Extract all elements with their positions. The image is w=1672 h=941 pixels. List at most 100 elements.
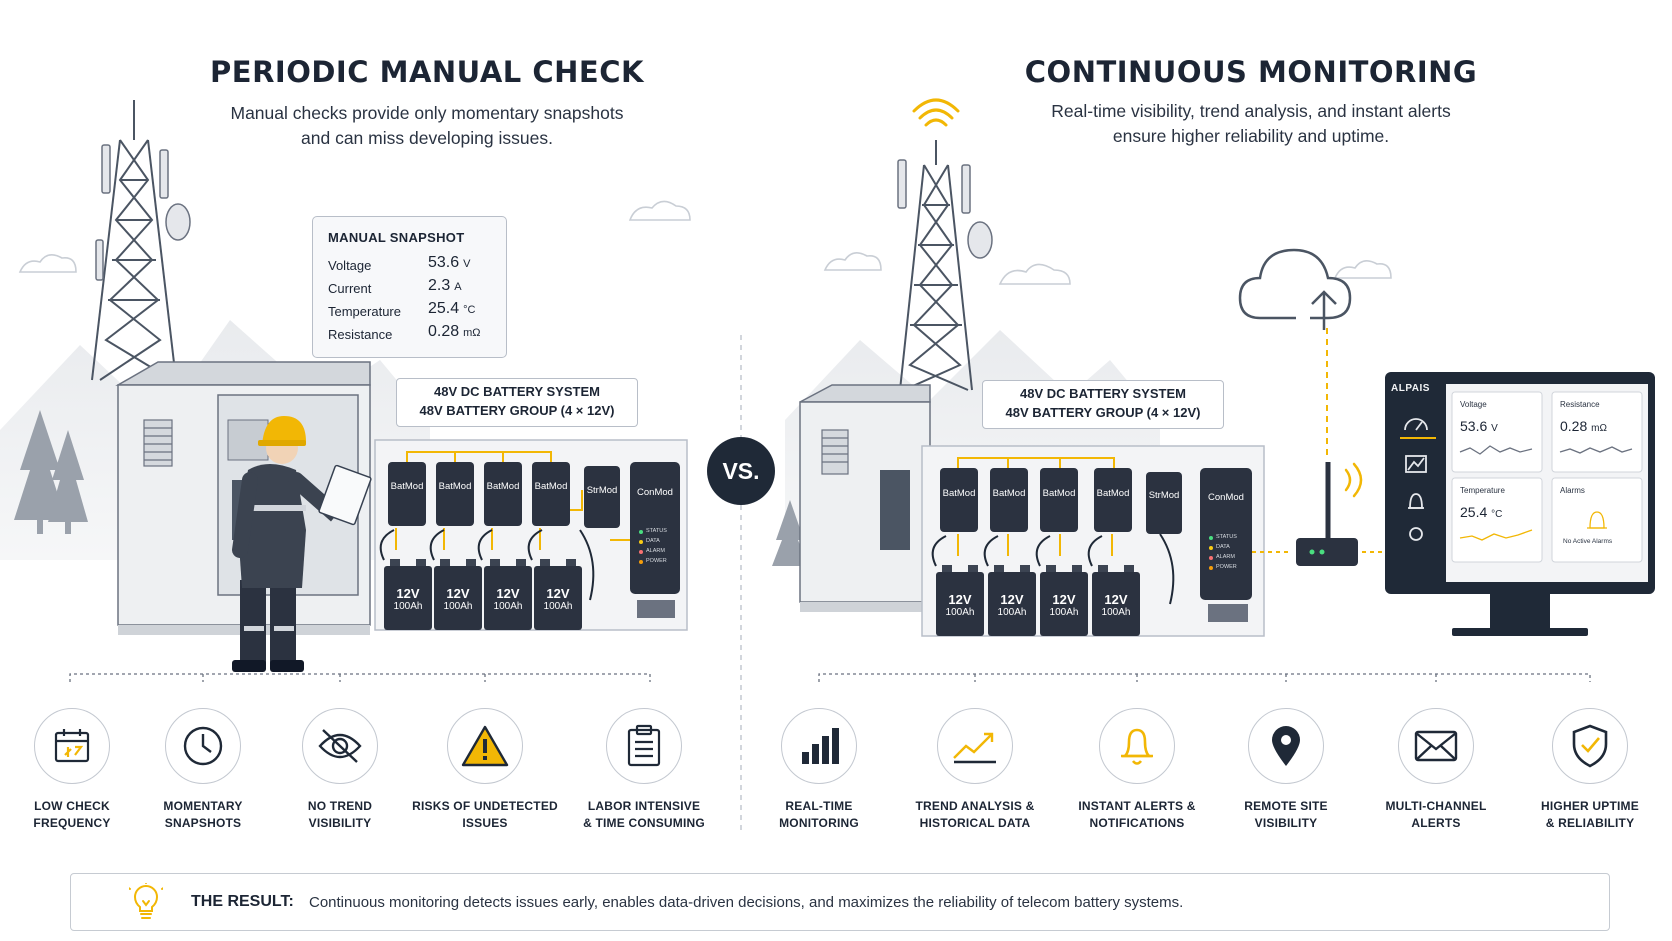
conmod-label: ConMod xyxy=(1208,492,1244,503)
batmod-label: BatMod xyxy=(534,481,568,492)
monitor xyxy=(1385,372,1655,636)
feature-label: INSTANT ALERTS &NOTIFICATIONS xyxy=(1052,798,1222,832)
battery-capacity: 100Ah xyxy=(493,601,523,612)
feature-label: REAL-TIME MONITORING xyxy=(734,798,904,832)
wires-right xyxy=(957,457,1115,556)
dashboard-card-value: 53.6 V xyxy=(1460,418,1498,434)
left-subtitle-line1: Manual checks provide only momentary sna… xyxy=(230,103,624,123)
snapshot-value: 25.4°C xyxy=(428,300,475,318)
result-banner: THE RESULT: Continuous monitoring detect… xyxy=(70,873,1610,931)
dashboard-alarm-status: No Active Alarms xyxy=(1563,538,1613,545)
tower-signal-icon xyxy=(912,98,960,127)
value-unit: A xyxy=(454,281,462,293)
batteries-left xyxy=(384,559,582,630)
feature-remote-site-visibility: REMOTE SITE VISIBILITY xyxy=(1201,708,1371,832)
result-text: Continuous monitoring detects issues ear… xyxy=(309,894,1184,911)
value-unit: mΩ xyxy=(1591,423,1607,434)
feature-line2: NOTIFICATIONS xyxy=(1089,816,1185,830)
value-unit: °C xyxy=(463,304,476,316)
feature-line2: & TIME CONSUMING xyxy=(583,816,705,830)
feature-line1: REMOTE SITE xyxy=(1244,799,1328,813)
tower-right-antennas xyxy=(897,159,993,259)
batmod-label: BatMod xyxy=(992,488,1026,499)
trees-right xyxy=(772,500,808,566)
led-label: ALARM xyxy=(1216,554,1235,560)
feature-line1: MULTI-CHANNEL xyxy=(1385,799,1487,813)
value-number: 0.28 xyxy=(1560,418,1588,434)
value-number: 25.4 xyxy=(1460,504,1488,520)
eye-off-icon xyxy=(302,708,378,784)
snapshot-heading: MANUAL SNAPSHOT xyxy=(328,230,465,245)
right-subtitle: Real-time visibility, trend analysis, an… xyxy=(991,99,1511,149)
result-label: THE RESULT: xyxy=(191,893,294,910)
batmod-label: BatMod xyxy=(486,481,520,492)
feature-line1: NO TREND xyxy=(307,799,373,813)
battery-capacity: 100Ah xyxy=(945,607,975,618)
bar-chart-icon xyxy=(781,708,857,784)
battery-voltage: 12V xyxy=(446,586,470,601)
feature-line1: LABOR INTENSIVE xyxy=(587,799,701,813)
dashboard-card-title: Temperature xyxy=(1460,486,1505,495)
feature-label: HIGHER UPTIME& RELIABILITY xyxy=(1505,798,1672,832)
worker-figure xyxy=(232,416,372,672)
batmod-label: BatMod xyxy=(942,488,976,499)
clock-icon xyxy=(165,708,241,784)
cloud-upload-icon xyxy=(1238,248,1352,330)
feature-line2: HISTORICAL DATA xyxy=(919,816,1031,830)
battery-voltage: 12V xyxy=(1052,592,1076,607)
calendar-icon xyxy=(34,708,110,784)
value-number: 53.6 xyxy=(1460,418,1488,434)
battery-voltage: 12V xyxy=(948,592,972,607)
battery-system-line2: 48V BATTERY GROUP (4 × 12V) xyxy=(419,403,615,418)
feature-line2: MONITORING xyxy=(779,816,859,830)
shield-check-icon xyxy=(1552,708,1628,784)
battery-system-line2: 48V BATTERY GROUP (4 × 12V) xyxy=(1005,405,1201,420)
batmod-label: BatMod xyxy=(438,481,472,492)
cables-right xyxy=(931,533,1175,605)
trend-line-icon xyxy=(937,708,1013,784)
snapshot-label: Voltage xyxy=(328,258,372,273)
dashboard-card-value: 0.28 mΩ xyxy=(1560,418,1607,434)
envelope-icon xyxy=(1398,708,1474,784)
shelter-right xyxy=(799,384,931,612)
tower-left-antennas xyxy=(95,144,191,281)
battery-capacity: 100Ah xyxy=(393,601,423,612)
dashboard-card-value: 25.4 °C xyxy=(1460,504,1502,520)
feature-higher-uptime: HIGHER UPTIME& RELIABILITY xyxy=(1505,708,1672,832)
feature-labor-intensive: LABOR INTENSIVE & TIME CONSUMING xyxy=(559,708,729,832)
battery-system-label-left: 48V DC BATTERY SYSTEM 48V BATTERY GROUP … xyxy=(396,378,638,427)
dashboard-card-title: Alarms xyxy=(1560,486,1585,495)
strmod-label: StrMod xyxy=(586,485,618,496)
led-label: DATA xyxy=(646,538,660,544)
strmod-label: StrMod xyxy=(1148,490,1180,501)
battery-capacity: 100Ah xyxy=(543,601,573,612)
battery-system-label-right: 48V DC BATTERY SYSTEM 48V BATTERY GROUP … xyxy=(982,380,1224,429)
feature-line1: REAL-TIME xyxy=(785,799,853,813)
led-label: ALARM xyxy=(646,548,665,554)
snapshot-row-temperature: Temperature 25.4°C xyxy=(328,300,498,322)
battery-voltage: 12V xyxy=(396,586,420,601)
feature-line2: VISIBILITY xyxy=(1254,816,1318,830)
modules-right xyxy=(940,468,1252,600)
led-label: POWER xyxy=(646,558,667,564)
snapshot-label: Resistance xyxy=(328,327,393,342)
vs-badge: VS. xyxy=(707,437,775,505)
feature-label: TREND ANALYSIS &HISTORICAL DATA xyxy=(890,798,1060,832)
dashboard-brand: ALPAIS xyxy=(1391,383,1430,394)
feature-trend-analysis: TREND ANALYSIS &HISTORICAL DATA xyxy=(890,708,1060,832)
led-label: DATA xyxy=(1216,544,1230,550)
